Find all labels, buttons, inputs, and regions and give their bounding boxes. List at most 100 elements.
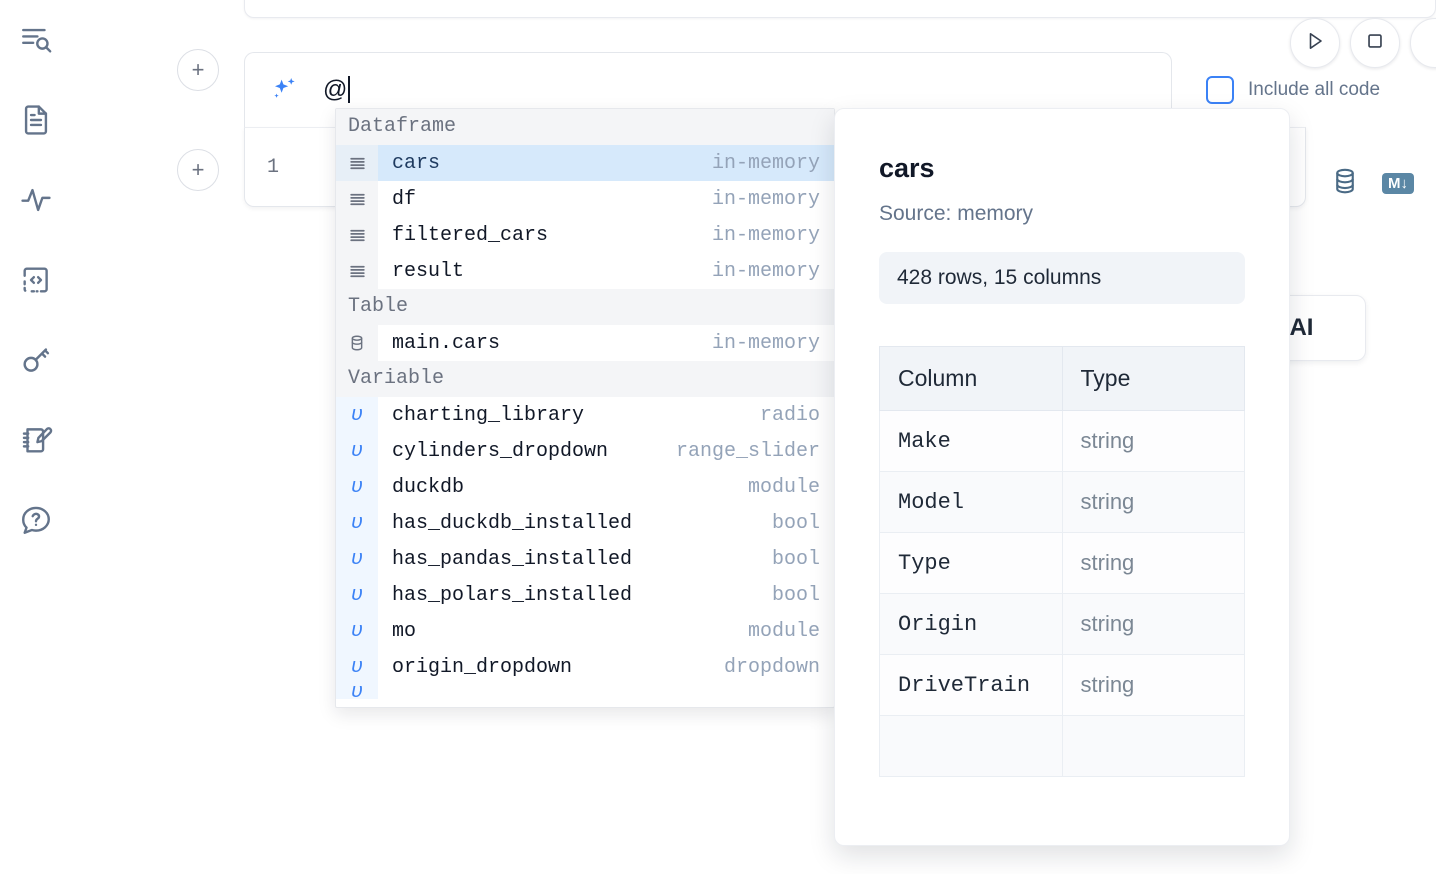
document-icon bbox=[19, 103, 53, 137]
database-icon[interactable] bbox=[1330, 166, 1360, 201]
previous-cell[interactable] bbox=[244, 0, 1436, 18]
autocomplete-item-has-duckdb-installed[interactable]: υ has_duckdb_installed bool bbox=[336, 505, 834, 541]
cell-column-type: string bbox=[1061, 532, 1245, 594]
variable-icon: υ bbox=[336, 469, 378, 505]
ai-prompt-text: @ bbox=[323, 76, 348, 103]
sidebar-item-runtime-activity[interactable] bbox=[14, 178, 58, 222]
autocomplete-group-label: Table bbox=[336, 289, 834, 325]
autocomplete-item-name: has_polars_installed bbox=[392, 583, 633, 607]
variable-icon: υ bbox=[336, 649, 378, 685]
autocomplete-item-meta: bool bbox=[771, 583, 820, 607]
autocomplete-item-df[interactable]: df in-memory bbox=[336, 181, 834, 217]
include-all-code-row[interactable]: Include all code bbox=[1206, 75, 1381, 104]
autocomplete-item-result[interactable]: result in-memory bbox=[336, 253, 834, 289]
autocomplete-item-name: result bbox=[392, 259, 465, 283]
cell-column-name: Make bbox=[879, 410, 1063, 472]
dataframe-icon bbox=[336, 145, 378, 181]
autocomplete-dropdown[interactable]: Dataframe cars in-memory df in-memory fi… bbox=[335, 108, 835, 708]
cell-column-name bbox=[879, 715, 1063, 777]
autocomplete-item-meta: bool bbox=[771, 511, 820, 535]
sidebar-rail bbox=[0, 0, 72, 874]
help-chat-icon bbox=[19, 503, 53, 537]
autocomplete-item-meta: bool bbox=[771, 547, 820, 571]
autocomplete-item-clipped[interactable]: υ bbox=[336, 685, 834, 699]
autocomplete-item-name: duckdb bbox=[392, 475, 465, 499]
table-row: DriveTrain string bbox=[879, 654, 1245, 716]
include-all-code-checkbox[interactable] bbox=[1206, 75, 1234, 104]
cell-column-type: string bbox=[1061, 471, 1245, 533]
autocomplete-item-has-polars-installed[interactable]: υ has_polars_installed bool bbox=[336, 577, 834, 613]
cell-toolbar: Include all code bbox=[1172, 52, 1436, 127]
autocomplete-item-meta: module bbox=[747, 475, 820, 499]
variable-icon: υ bbox=[336, 505, 378, 541]
autocomplete-item-main-cars[interactable]: main.cars in-memory bbox=[336, 325, 834, 361]
autocomplete-item-cars[interactable]: cars in-memory bbox=[336, 145, 834, 181]
autocomplete-item-name: cylinders_dropdown bbox=[392, 439, 609, 463]
sparkle-icon bbox=[267, 73, 301, 107]
autocomplete-item-origin-dropdown[interactable]: υ origin_dropdown dropdown bbox=[336, 649, 834, 685]
ai-prompt-input[interactable]: @ bbox=[323, 76, 1171, 104]
autocomplete-item-name: mo bbox=[392, 619, 417, 643]
variable-icon: υ bbox=[336, 577, 378, 613]
autocomplete-item-filtered-cars[interactable]: filtered_cars in-memory bbox=[336, 217, 834, 253]
autocomplete-item-mo[interactable]: υ mo module bbox=[336, 613, 834, 649]
cell-column-name: Type bbox=[879, 532, 1063, 594]
autocomplete-item-name: cars bbox=[392, 151, 441, 175]
variable-icon: υ bbox=[336, 685, 378, 699]
run-controls bbox=[1290, 18, 1436, 68]
add-cell-button-top[interactable]: + bbox=[177, 49, 219, 91]
autocomplete-item-meta: radio bbox=[759, 403, 820, 427]
variable-icon: υ bbox=[336, 541, 378, 577]
code-brackets-icon bbox=[19, 263, 53, 297]
sidebar-item-help[interactable] bbox=[14, 498, 58, 542]
autocomplete-item-name: has_duckdb_installed bbox=[392, 511, 633, 535]
cell-column-type: string bbox=[1061, 410, 1245, 472]
markdown-badge[interactable]: M↓ bbox=[1382, 173, 1414, 194]
cell-column-type: string bbox=[1061, 654, 1245, 716]
table-row: Make string bbox=[879, 410, 1245, 472]
variable-icon: υ bbox=[336, 433, 378, 469]
dataframe-detail-panel: cars Source: memory 428 rows, 15 columns… bbox=[834, 108, 1290, 846]
column-header-type: Type bbox=[1061, 346, 1245, 411]
dataframe-icon bbox=[336, 253, 378, 289]
column-header-column: Column bbox=[879, 346, 1063, 411]
sidebar-item-scratchpad[interactable] bbox=[14, 418, 58, 462]
more-actions-button[interactable] bbox=[1410, 18, 1436, 68]
stop-square-icon bbox=[1364, 30, 1386, 57]
sidebar-item-snippets[interactable] bbox=[14, 258, 58, 302]
autocomplete-item-meta: in-memory bbox=[711, 331, 820, 355]
cell-column-name: DriveTrain bbox=[879, 654, 1063, 716]
autocomplete-item-name: origin_dropdown bbox=[392, 655, 573, 679]
autocomplete-item-meta: in-memory bbox=[711, 187, 820, 211]
cell-column-type bbox=[1061, 715, 1245, 777]
cell-type-icons: M↓ bbox=[1330, 166, 1414, 201]
variable-icon: υ bbox=[336, 397, 378, 433]
table-header-row: Column Type bbox=[879, 346, 1245, 411]
autocomplete-item-meta: in-memory bbox=[711, 259, 820, 283]
database-icon bbox=[336, 325, 378, 361]
add-cell-button-bottom[interactable]: + bbox=[177, 149, 219, 191]
table-row: Origin string bbox=[879, 593, 1245, 655]
run-cell-button[interactable] bbox=[1290, 18, 1340, 68]
cell-column-name: Model bbox=[879, 471, 1063, 533]
autocomplete-item-name: filtered_cars bbox=[392, 223, 549, 247]
include-all-code-label: Include all code bbox=[1248, 78, 1381, 100]
stop-cell-button[interactable] bbox=[1350, 18, 1400, 68]
sidebar-item-explore-files[interactable] bbox=[14, 18, 58, 62]
autocomplete-item-cylinders-dropdown[interactable]: υ cylinders_dropdown range_slider bbox=[336, 433, 834, 469]
sidebar-item-notebook-outline[interactable] bbox=[14, 98, 58, 142]
notebook-pencil-icon bbox=[19, 423, 53, 457]
autocomplete-group-label: Variable bbox=[336, 361, 834, 397]
autocomplete-item-charting-library[interactable]: υ charting_library radio bbox=[336, 397, 834, 433]
autocomplete-item-duckdb[interactable]: υ duckdb module bbox=[336, 469, 834, 505]
autocomplete-group-label: Dataframe bbox=[336, 109, 834, 145]
autocomplete-item-meta: dropdown bbox=[723, 655, 820, 679]
sidebar-item-secrets[interactable] bbox=[14, 338, 58, 382]
table-row-clipped bbox=[879, 715, 1245, 777]
table-row: Model string bbox=[879, 471, 1245, 533]
autocomplete-item-name: has_pandas_installed bbox=[392, 547, 633, 571]
autocomplete-item-meta: range_slider bbox=[675, 439, 820, 463]
autocomplete-item-has-pandas-installed[interactable]: υ has_pandas_installed bool bbox=[336, 541, 834, 577]
variable-icon: υ bbox=[336, 613, 378, 649]
line-number: 1 bbox=[267, 156, 280, 179]
